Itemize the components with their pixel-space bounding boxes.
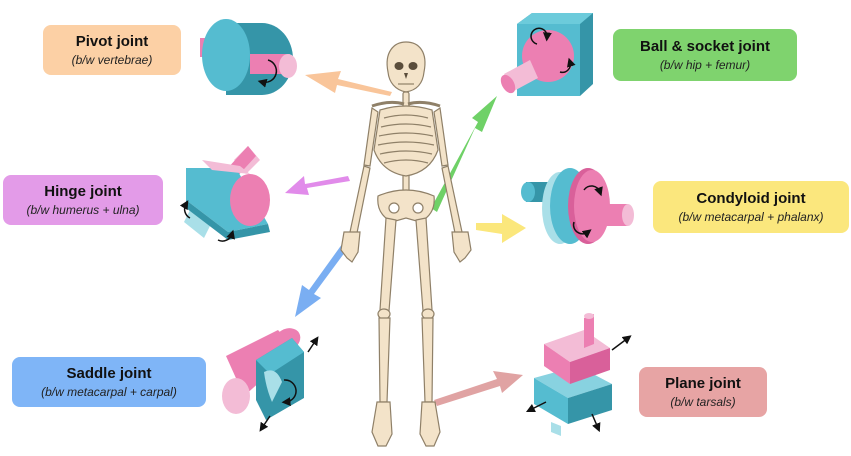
arrow-to-condyloid: [476, 214, 526, 243]
left-eye-socket: [394, 62, 404, 70]
right-foot: [419, 401, 441, 447]
plane-joint-name: Plane joint: [665, 374, 741, 392]
hinge-joint-label: Hinge joint (b/w humerus + ulna): [3, 175, 163, 225]
saddle-joint-model: [222, 328, 319, 432]
hinge-joint-model: [179, 146, 270, 242]
pelvis: [377, 189, 435, 223]
hinge-joint-name: Hinge joint: [44, 182, 122, 200]
saddle-move-arrow-2: [259, 415, 271, 432]
plane-move-arrow-2: [525, 401, 547, 413]
hinge-rotation-arrow-2: [217, 229, 235, 242]
condyloid-joint-desc: (b/w metacarpal + phalanx): [678, 209, 824, 224]
plane-move-arrow-3: [591, 413, 601, 433]
pivot-rotation-arrow: [257, 59, 278, 88]
pivot-pin-front: [279, 54, 297, 78]
pivot-disc-front: [202, 19, 250, 91]
condyloid-joint-label: Condyloid joint (b/w metacarpal + phalan…: [653, 181, 849, 233]
left-upper-arm: [363, 106, 379, 167]
skull: [386, 41, 426, 93]
plane-joint-desc: (b/w tarsals): [670, 394, 736, 409]
clavicles: [371, 100, 441, 108]
pivot-joint-desc: (b/w vertebrae): [71, 52, 153, 67]
right-hand: [451, 231, 472, 263]
saddle-move-arrow-1: [307, 336, 319, 353]
ball-socket-joint-model: [500, 13, 593, 96]
condyloid-rotation-arrow-2: [572, 221, 592, 239]
ball-socket-joint-name: Ball & socket joint: [639, 37, 771, 55]
arrow-to-pivot: [305, 71, 392, 96]
right-upper-arm: [433, 106, 449, 167]
arrow-to-plane: [434, 371, 523, 406]
left-hip-hole: [388, 202, 400, 214]
left-hand: [340, 231, 361, 263]
right-shin: [421, 317, 434, 403]
condyloid-joint-name: Condyloid joint: [696, 189, 806, 207]
saddle-joint-label: Saddle joint (b/w metacarpal + carpal): [12, 357, 206, 407]
saddle-joint-desc: (b/w metacarpal + carpal): [41, 384, 177, 399]
hinge-barrel: [230, 174, 270, 226]
left-foot: [371, 401, 393, 447]
plane-joint-label: Plane joint (b/w tarsals): [639, 367, 767, 417]
saddle-rotation-arrow: [281, 379, 297, 407]
left-forearm: [349, 165, 371, 234]
rib-cage: [373, 105, 439, 177]
ball-socket-joint-desc: (b/w hip + femur): [659, 57, 751, 72]
condyloid-rotation-arrow-1: [583, 185, 603, 197]
ball-socket-joint-label: Ball & socket joint (b/w hip + femur): [613, 29, 797, 81]
ball-rotation-arrow-2: [559, 57, 576, 74]
right-femur: [415, 217, 433, 312]
right-hip-hole: [412, 202, 424, 214]
pivot-joint-name: Pivot joint: [75, 32, 149, 50]
pivot-joint-label: Pivot joint (b/w vertebrae): [43, 25, 181, 75]
plane-move-arrow-1: [611, 335, 632, 351]
skeleton: [340, 41, 472, 447]
arrow-to-saddle: [295, 240, 351, 317]
left-femur: [379, 217, 397, 312]
hinge-joint-desc: (b/w humerus + ulna): [26, 202, 140, 217]
nose-cavity: [404, 73, 408, 79]
hinge-rotation-arrow-1: [179, 200, 191, 219]
condyloid-joint-model: [521, 168, 634, 244]
left-shin: [378, 317, 391, 403]
pivot-joint-model: [200, 19, 297, 95]
arrow-to-hinge: [285, 176, 350, 195]
saddle-end: [222, 378, 250, 414]
plane-joint-model: [525, 313, 632, 436]
ribs: [377, 114, 435, 164]
saddle-joint-name: Saddle joint: [66, 364, 152, 382]
right-eye-socket: [408, 62, 418, 70]
ball-rotation-arrow-1: [530, 27, 552, 45]
